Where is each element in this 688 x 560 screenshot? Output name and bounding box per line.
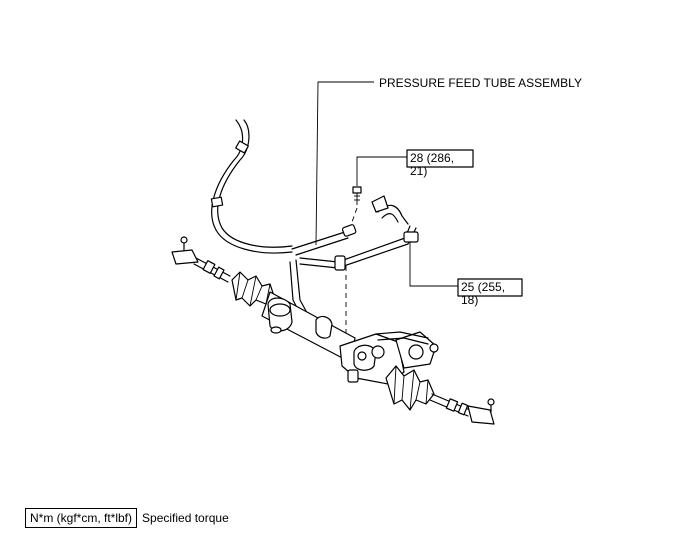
torque-box-lower	[457, 278, 523, 297]
union-bolt	[352, 186, 362, 205]
torque-box-upper	[406, 149, 474, 168]
steering-rack	[171, 236, 495, 425]
assembly-label: PRESSURE FEED TUBE ASSEMBLY	[379, 76, 582, 90]
callout-torque-upper: 28 (286, 21)	[356, 149, 474, 186]
torque-lower-line2: 18)	[461, 293, 478, 307]
legend-unit: N*m (kgf*cm, ft*lbf)	[25, 508, 138, 528]
legend-description: Specified torque	[142, 511, 229, 525]
torque-lower-line1: 25 (255,	[461, 280, 505, 294]
alignment-line-bolt	[351, 207, 358, 223]
torque-upper-line1: 28 (286,	[410, 151, 454, 165]
callout-assembly: PRESSURE FEED TUBE ASSEMBLY	[315, 76, 582, 246]
legend: N*m (kgf*cm, ft*lbf) Specified torque	[25, 508, 229, 528]
torque-upper-line2: 21)	[410, 164, 427, 178]
callout-torque-lower: 25 (255, 18)	[409, 242, 523, 307]
flexible-hose	[210, 119, 293, 254]
